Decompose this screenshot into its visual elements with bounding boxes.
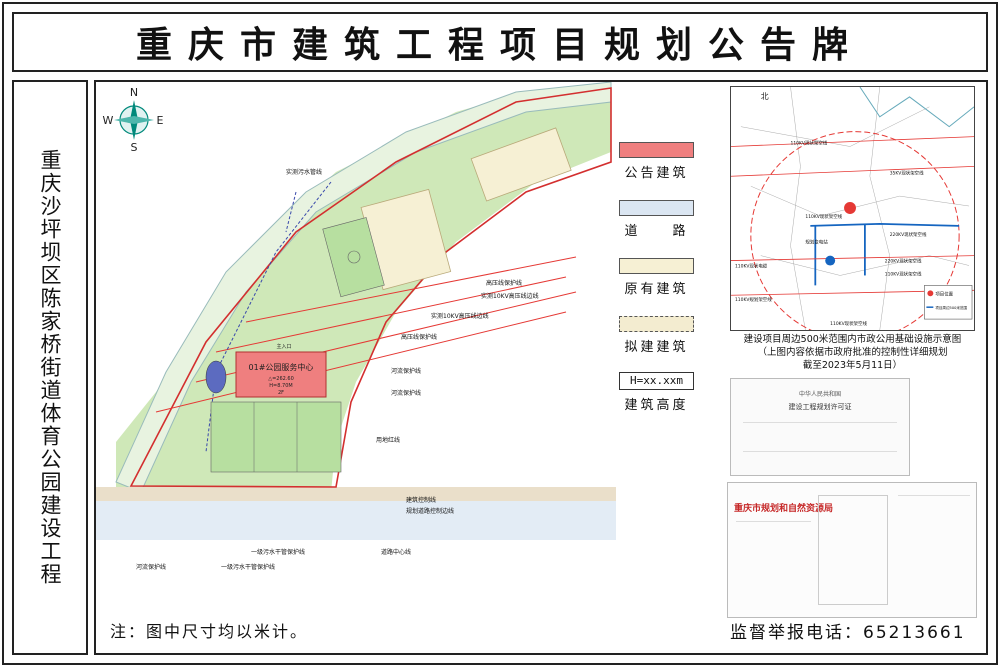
hv-line-2 — [215, 276, 567, 353]
substation-icon — [825, 255, 836, 266]
hv-line-4 — [155, 311, 567, 413]
legend-item-announced-building: 公告建筑 — [615, 140, 715, 198]
legend-swatch — [619, 200, 694, 216]
inset-caption-line3: 截至2023年5月11日） — [802, 360, 903, 371]
courts-upper — [322, 217, 385, 298]
legend-item-proposed-building: 拟建建筑 — [615, 314, 715, 372]
footer-note: 注：图中尺寸均以米计。 — [110, 622, 309, 641]
title-bar: 重庆市建筑工程项目规划公告牌 — [12, 12, 988, 72]
compass-icon: N S E W — [103, 86, 164, 154]
legend-item-road: 道 路 — [615, 198, 715, 256]
legend-label: 拟建建筑 — [624, 340, 689, 355]
radius-500m — [750, 131, 960, 330]
legend-swatch — [619, 316, 694, 332]
annotation-label: 规划道路控制边线 — [406, 507, 454, 515]
site-plan: 01#公园服务中心 △=262.60 H=8.70M 2F 主入口 实测污水管线… — [96, 82, 616, 571]
inset-map: 北 110KV现状架空线 35KV现状架空线 110KV现状架空线 规划变电站 … — [730, 86, 975, 331]
inset-label: 110KV规划架空线 — [735, 296, 772, 303]
hv-line-1 — [245, 256, 577, 323]
annotation-label: 一级污水干管保护线 — [251, 548, 305, 556]
legend-swatch — [619, 142, 694, 158]
inset-legend-label: 项目位置 — [935, 290, 953, 297]
doc1-line2: 建设工程规划许可证 — [788, 403, 852, 411]
approval-document-thumbnail: 重庆市规划和自然资源局 — [727, 482, 977, 618]
road-band — [96, 500, 616, 540]
annotation-label: 河流保护线 — [391, 389, 421, 397]
inset-label: 110KV现状架空线 — [885, 270, 922, 277]
height-box: H=xx.xxm — [619, 372, 694, 390]
inset-legend-label: 项目周边500米范围 — [935, 305, 967, 310]
inset-legend-project-swatch — [927, 290, 934, 297]
supervision-phone: 监督举报电话：65213661 — [730, 623, 966, 643]
entrance-label: 主入口 — [276, 343, 291, 350]
land-red-line — [129, 87, 612, 488]
legend-swatch — [619, 258, 694, 274]
existing-buildings — [360, 127, 572, 291]
legend-item-existing-building: 原有建筑 — [615, 256, 715, 314]
tennis-courts — [210, 401, 342, 473]
inset-label: 110KV现状电缆 — [735, 263, 768, 270]
compass-n: N — [130, 86, 138, 99]
compass-e: E — [157, 114, 164, 127]
doc2-table — [818, 495, 888, 605]
annotation-label: 用地红线 — [376, 436, 400, 444]
legend: 公告建筑 道 路 原有建筑 拟建建筑 H=xx.xxm 建筑高度 — [615, 140, 715, 430]
legend-label: 建筑高度 — [624, 398, 689, 413]
service-center-footprint — [235, 351, 327, 398]
inset-legend-box — [924, 285, 973, 320]
inset-label: 110KV现状架空线 — [791, 140, 828, 147]
annotation-label: 实测10KV高压线边线 — [431, 312, 489, 320]
building-info-3: 2F — [278, 390, 284, 396]
doc2-text-block — [736, 521, 811, 601]
legend-label: 原有建筑 — [624, 282, 689, 297]
inset-label: 220KV现状架空线 — [885, 258, 922, 265]
annotation-label: 实测10KV高压线边线 — [481, 292, 539, 300]
project-location-marker — [844, 202, 856, 214]
doc1-line1: 中华人民共和国 — [798, 391, 841, 398]
annotation-label: 建筑控制线 — [406, 496, 436, 504]
building-info-1: △=262.60 — [268, 376, 294, 382]
annotation-label: 实测污水管线 — [286, 168, 322, 176]
project-name: 重庆沙坪坝区陈家桥街道体育公园建设工程 — [38, 149, 62, 586]
legend-label: 公告建筑 — [624, 166, 689, 181]
pond — [205, 360, 227, 394]
doc2-text-block-right — [898, 495, 970, 605]
inset-label: 规划变电站 — [805, 239, 828, 246]
annotation-label: 道路中心线 — [381, 548, 411, 556]
building-info-2: H=8.70M — [269, 383, 292, 389]
planning-permit-thumbnail: 中华人民共和国 建设工程规划许可证 — [730, 378, 910, 476]
sewer-path — [205, 181, 332, 453]
main-panel — [94, 80, 988, 655]
inset-caption: 建设项目周边500米范围内市政公用基础设施示意图 （上图内容依据市政府批准的控制… — [730, 333, 975, 372]
page-title: 重庆市建筑工程项目规划公告牌 — [135, 24, 864, 66]
building-name: 01#公园服务中心 — [249, 362, 314, 372]
road-hatch — [96, 487, 616, 501]
inset-caption-line1: 建设项目周边500米范围内市政公用基础设施示意图 — [743, 334, 962, 345]
doc1-text-block — [743, 422, 897, 452]
inset-north: 北 — [761, 92, 769, 101]
annotation-label: 高压线保护线 — [486, 279, 522, 287]
annotation-label: 河流保护线 — [391, 367, 421, 375]
inset-label: 35KV现状架空线 — [890, 169, 924, 176]
annotation-label: 一级污水干管保护线 — [221, 563, 275, 571]
legend-item-height: H=xx.xxm 建筑高度 — [615, 372, 715, 430]
inset-caption-line2: （上图内容依据市政府批准的控制性详细规划 — [757, 347, 948, 358]
service-center: 01#公园服务中心 △=262.60 H=8.70M 2F 主入口 — [235, 343, 327, 398]
sewer-line — [285, 191, 297, 233]
project-name-panel: 重庆沙坪坝区陈家桥街道体育公园建设工程 — [12, 80, 88, 655]
compass-w: W — [103, 114, 114, 127]
legend-label: 道 路 — [624, 224, 689, 239]
annotation-label: 河流保护线 — [136, 563, 166, 571]
compass-s: S — [131, 141, 138, 154]
doc2-header: 重庆市规划和自然资源局 — [734, 504, 834, 514]
inset-label: 110KV现状架空线 — [830, 320, 867, 327]
inset-label: 110KV现状架空线 — [805, 213, 842, 220]
annotation-label: 高压线保护线 — [401, 333, 437, 341]
inset-label: 220KV现状架空线 — [890, 231, 927, 238]
